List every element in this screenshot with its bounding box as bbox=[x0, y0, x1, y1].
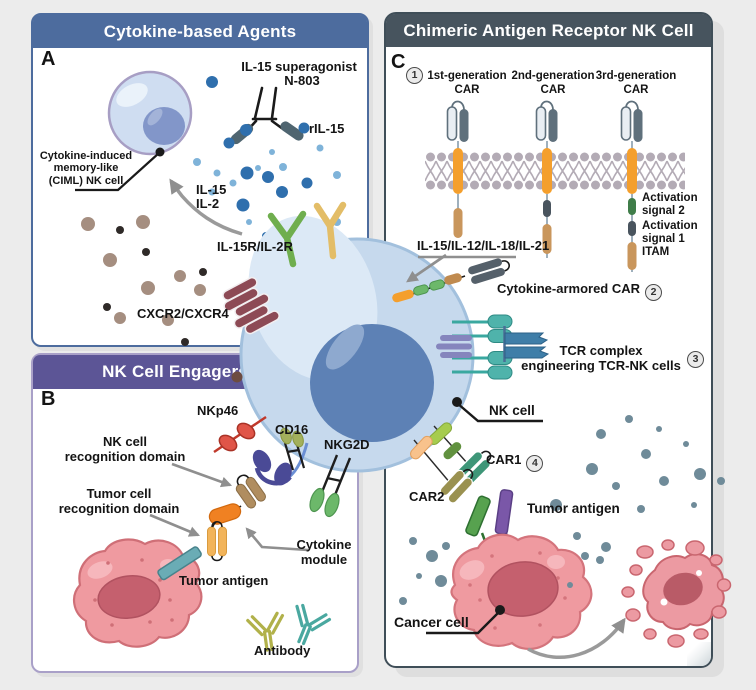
activation2-line1: Activation bbox=[642, 192, 698, 204]
nk-cell-body bbox=[239, 215, 475, 473]
badge-1: 1 bbox=[406, 67, 423, 84]
gen2-label-line2: CAR bbox=[540, 84, 566, 96]
il15r-il2r-receptors bbox=[267, 201, 347, 268]
gen3-label-line1: 3rd-generation bbox=[595, 70, 677, 82]
panel-a-header: Cytokine-based Agents bbox=[33, 15, 367, 48]
cd16-receptor bbox=[252, 427, 309, 486]
car-gen1 bbox=[446, 100, 469, 238]
superagonist-label-line1: IL-15 superagonist bbox=[241, 59, 357, 74]
tcr-line2: engineering TCR-NK cells bbox=[521, 357, 681, 373]
cancer-cell-pointer bbox=[426, 605, 505, 635]
ciml-label-line1: Cytokine-induced bbox=[39, 150, 133, 162]
tumor-recognition-line1: Tumor cell bbox=[86, 486, 152, 501]
nk-recognition-line2: recognition domain bbox=[64, 448, 186, 464]
car2-structure bbox=[410, 435, 474, 504]
gen2-label-line1: 2nd-generation bbox=[511, 70, 595, 82]
gen1-label-line1: 1st-generation bbox=[427, 70, 507, 82]
nk-recognition-line1: NK cell bbox=[102, 434, 148, 449]
panel-c-letter: C bbox=[391, 51, 406, 73]
car1-label: CAR1 4 bbox=[486, 452, 544, 472]
pointer-arrows-b bbox=[149, 462, 309, 552]
ciml-label: Cytokine-induced memory-like (CIML) NK c… bbox=[40, 150, 132, 187]
panel-c-header: Chimeric Antigen Receptor NK Cell bbox=[386, 14, 711, 47]
cytokine-underline-arrow bbox=[406, 253, 516, 283]
ciml-nk-cell bbox=[107, 70, 193, 156]
ciml-pointer-line bbox=[75, 147, 165, 192]
activation1-label: Activation signal 1 bbox=[642, 220, 698, 246]
ciml-label-line3: (CIML) NK cell bbox=[48, 174, 124, 187]
nk-cell-pointer bbox=[452, 397, 543, 423]
panel-b-title: NK Cell Engagers bbox=[102, 362, 248, 381]
panel-a-letter: A bbox=[41, 48, 56, 70]
cytokine-module-label: Cytokine module bbox=[296, 537, 352, 567]
antibody-icons bbox=[246, 603, 332, 652]
il15-il2-cytokine-dots bbox=[193, 76, 341, 240]
armored-car-label: Cytokine-armored CAR 2 bbox=[497, 281, 663, 301]
panel-a-title: Cytokine-based Agents bbox=[103, 21, 297, 41]
antibody-label: Antibody bbox=[254, 643, 311, 658]
car2-label: CAR2 bbox=[409, 489, 445, 504]
ciml-label-line2: memory-like bbox=[53, 162, 119, 175]
ril15-label: rIL-15 bbox=[309, 121, 345, 136]
nkp46-label: NKp46 bbox=[197, 403, 239, 418]
badge-4: 4 bbox=[526, 455, 544, 472]
tumor-antigen-b bbox=[157, 546, 202, 581]
bispecific-engager-molecule bbox=[207, 474, 266, 562]
tumor-recognition-label: Tumor cell recognition domain bbox=[58, 486, 180, 516]
cytokine-module-line1: Cytokine bbox=[296, 537, 352, 552]
car-generation-structures bbox=[446, 100, 643, 272]
cd16-label: CD16 bbox=[275, 422, 309, 437]
il15-label: IL-15 bbox=[196, 182, 227, 197]
tumor-antigen-b-label: Tumor antigen bbox=[179, 573, 269, 588]
killing-arrow bbox=[527, 617, 626, 659]
nk-cell-label: NK cell bbox=[489, 403, 535, 418]
cytokines-label: IL-15/IL-12/IL-18/IL-21 bbox=[417, 238, 550, 253]
lipid-membrane bbox=[425, 152, 685, 190]
header-b-dot bbox=[231, 371, 243, 383]
cancer-cell bbox=[450, 533, 593, 651]
cytokine-module-line2: module bbox=[300, 551, 348, 567]
tcr-complex bbox=[436, 314, 550, 380]
car-gen3 bbox=[620, 100, 643, 272]
itam-label: ITAM bbox=[642, 246, 670, 258]
panel-b-letter: B bbox=[41, 388, 56, 410]
activation1-line2: signal 1 bbox=[642, 232, 685, 245]
cytokine-armored-car bbox=[392, 258, 510, 303]
granule-dots bbox=[399, 415, 725, 605]
badge-2: 2 bbox=[645, 284, 663, 301]
armored-car-text: Cytokine-armored CAR bbox=[497, 281, 641, 296]
car1-text: CAR1 bbox=[486, 452, 522, 467]
cancer-cell-label: Cancer cell bbox=[394, 614, 469, 630]
nkg2d-receptor bbox=[309, 454, 352, 518]
badge-3: 3 bbox=[687, 351, 704, 368]
nk-recognition-label: NK cell recognition domain bbox=[64, 434, 186, 464]
differentiation-arrow bbox=[169, 178, 243, 236]
activation2-line2: signal 2 bbox=[642, 204, 685, 217]
activation1-line1: Activation bbox=[642, 220, 698, 232]
il15r-il2r-label: IL-15R/IL-2R bbox=[217, 239, 293, 254]
tumor-recognition-line2: recognition domain bbox=[58, 500, 180, 516]
nkg2d-label: NKG2D bbox=[324, 437, 370, 452]
cxcr-label: CXCR2/CXCR4 bbox=[137, 306, 229, 321]
il2-label: IL-2 bbox=[196, 196, 220, 211]
gen3-label-line2: CAR bbox=[623, 84, 649, 96]
n803-superagonist-molecule bbox=[223, 86, 310, 149]
tcr-label: TCR complex engineering TCR-NK cells bbox=[521, 343, 681, 373]
superagonist-label-line2: N-803 bbox=[284, 73, 320, 88]
panel-c-title: Chimeric Antigen Receptor NK Cell bbox=[403, 20, 694, 40]
tumor-antigen-c-label: Tumor antigen bbox=[527, 501, 620, 516]
car-gen2 bbox=[535, 100, 558, 258]
dying-cancer-cell bbox=[621, 539, 732, 648]
chemokine-dots bbox=[81, 215, 207, 346]
cxcr2-cxcr4-receptor bbox=[222, 276, 280, 335]
activation2-label: Activation signal 2 bbox=[642, 192, 698, 218]
gen1-label-line2: CAR bbox=[454, 84, 480, 96]
tcr-line1: TCR complex bbox=[559, 343, 643, 358]
nkp46-receptor bbox=[213, 415, 267, 454]
